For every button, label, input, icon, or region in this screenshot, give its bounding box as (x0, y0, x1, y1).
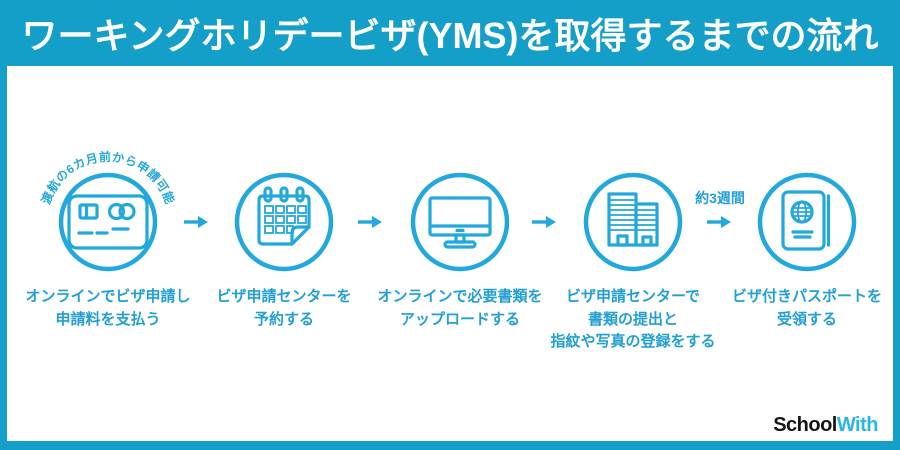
step-circle (757, 172, 857, 272)
step-apply-online: オンラインでビザ申請し 申請料を支払う (20, 167, 196, 331)
label-line: オンラインで必要書類を (377, 288, 543, 305)
office-building-icon (583, 172, 683, 272)
label-line: 受領する (776, 310, 837, 328)
label-line: アップロードする (399, 310, 520, 328)
page-title: ワーキングホリデービザ(YMS)を取得するまでの流れ (21, 15, 879, 56)
left-border (0, 66, 7, 450)
step-circle (410, 172, 510, 272)
arrow-right-icon (358, 216, 382, 228)
logo-school: School (773, 414, 837, 436)
title-banner: ワーキングホリデービザ(YMS)を取得するまでの流れ (0, 0, 900, 66)
credit-card-icon (58, 172, 158, 272)
passport-icon (757, 172, 857, 272)
label-line: 申請料を支払う (55, 310, 161, 328)
arrow-right-icon (532, 216, 556, 228)
bottom-bar (0, 441, 900, 450)
label-line: ビザ申請センターで (565, 288, 701, 305)
step-label: ビザ申請センターを 予約する (196, 286, 372, 331)
step-label: オンラインで必要書類を アップロードする (372, 286, 548, 331)
step-receive-passport: ビザ付きパスポートを 受領する (719, 167, 895, 331)
step-upload-documents: オンラインで必要書類を アップロードする (372, 167, 548, 331)
arrow-right-icon (184, 216, 208, 228)
step-visit-center: ビザ申請センターで 書類の提出と 指紋や写真の登録をする (545, 167, 721, 354)
step-book-center: ビザ申請センターを 予約する (196, 167, 372, 331)
step-circle (234, 172, 334, 272)
schoolwith-logo: SchoolWith (773, 414, 878, 437)
step-circle (58, 172, 158, 272)
label-line: 指紋や写真の登録をする (550, 333, 716, 350)
processing-time-note: 約3週間 (695, 190, 745, 206)
step-label: ビザ付きパスポートを 受領する (719, 286, 895, 331)
label-line: 書類の提出と (587, 310, 678, 328)
label-line: オンラインでビザ申請し (25, 288, 191, 305)
logo-with: With (836, 414, 879, 436)
calendar-icon (234, 172, 334, 272)
right-border (893, 66, 900, 450)
monitor-icon (410, 172, 510, 272)
step-label: ビザ申請センターで 書類の提出と 指紋や写真の登録をする (545, 286, 721, 354)
step-circle (583, 172, 683, 272)
label-line: 予約する (253, 310, 314, 328)
step-label: オンラインでビザ申請し 申請料を支払う (20, 286, 196, 331)
arrow-right-icon (707, 216, 731, 228)
label-line: ビザ付きパスポートを (731, 288, 882, 305)
label-line: ビザ申請センターを (216, 288, 352, 305)
